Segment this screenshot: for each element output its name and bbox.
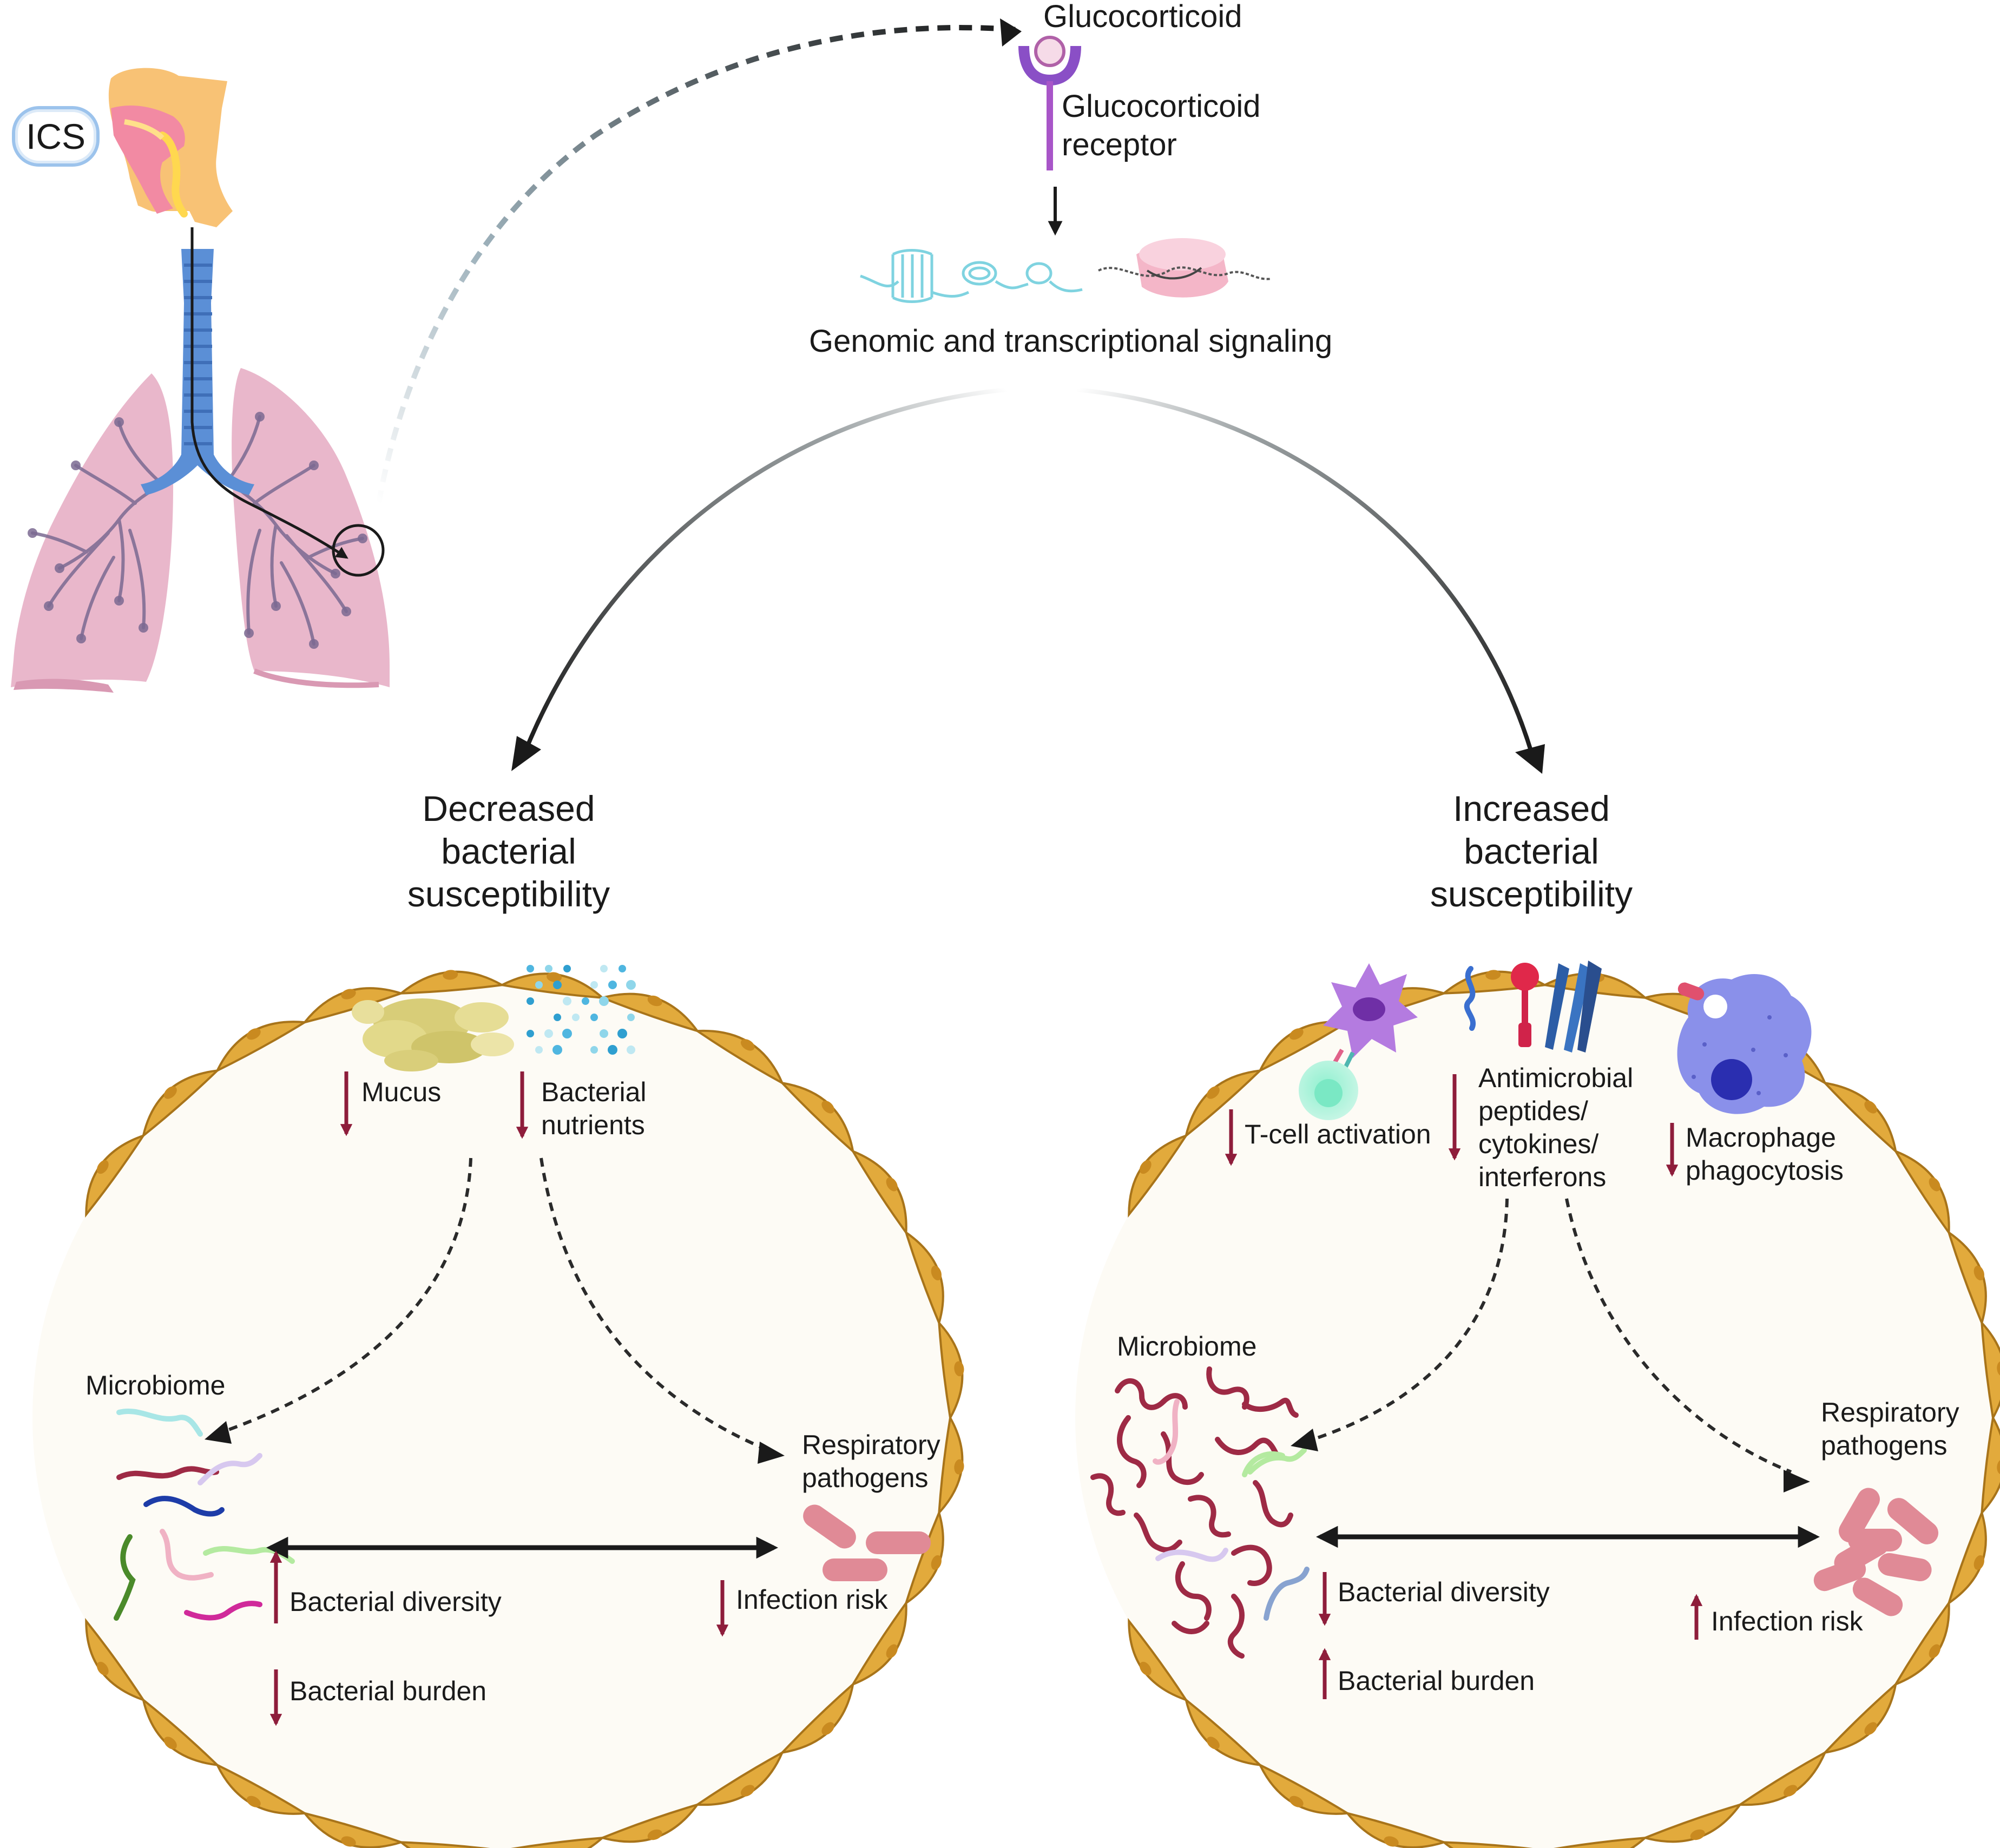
left-microbiome-label: Microbiome: [85, 1370, 226, 1400]
right-diversity-label: Bacterial diversity: [1338, 1577, 1550, 1607]
bacteria-cluster-icon: [1090, 1366, 1299, 1659]
alveolus-zoom-circle: [332, 524, 385, 577]
right-microbiome-label: Microbiome: [1117, 1331, 1257, 1362]
right-panel-heading: Increased bacterial susceptibility: [1402, 787, 1661, 916]
macrophage-icon: [1677, 974, 1812, 1114]
antimicrobial-peptide-icon: [1464, 961, 1602, 1053]
dashed-arrow-microbiome-right: [1304, 1198, 1509, 1444]
lungs-icon: [11, 227, 390, 693]
ics-badge: ICS: [12, 106, 100, 167]
trachea: [141, 249, 254, 495]
receptor-icon: [1018, 36, 1081, 170]
right-pathogens-label: Respiratory pathogens: [1821, 1396, 1959, 1462]
right-heading-line2: bacterial: [1464, 831, 1599, 872]
nutrients-line2: nutrients: [541, 1110, 645, 1140]
receptor-label-line2: receptor: [1062, 127, 1177, 162]
left-pathogens-line1: Respiratory: [802, 1430, 940, 1460]
nutrients-line1: Bacterial: [541, 1077, 647, 1107]
right-pathogens-line2: pathogens: [1821, 1430, 1948, 1461]
left-pathogens-label: Respiratory pathogens: [802, 1429, 940, 1495]
left-burden-label: Bacterial burden: [290, 1676, 487, 1706]
dna-icon: [860, 249, 1083, 303]
nucleosome-icon: [1098, 238, 1272, 298]
pathogen-icon: [803, 1504, 931, 1581]
dashed-arrowhead: [1000, 18, 1022, 47]
ics-label: ICS: [25, 116, 86, 156]
right-pathogens-line1: Respiratory: [1821, 1397, 1959, 1428]
dashed-arrow-to-receptor: [376, 25, 1018, 504]
signaling-label: Genomic and transcriptional signaling: [809, 324, 1333, 359]
mucus-icon: [352, 998, 514, 1071]
macro-line1: Macrophage: [1686, 1122, 1836, 1153]
dashed-arrow-microbiome-left: [216, 1158, 472, 1436]
right-infection-label: Infection risk: [1711, 1606, 1863, 1636]
epithelial-cell: [85, 1617, 146, 1702]
dendritic-cell-icon: [1323, 963, 1418, 1058]
right-heading-line3: susceptibility: [1430, 874, 1633, 915]
receptor-label-line1: Glucocorticoid: [1062, 89, 1261, 124]
nutrients-icon: [527, 965, 636, 1055]
left-diversity-label: Bacterial diversity: [290, 1587, 502, 1617]
mucus-label: Mucus: [361, 1077, 442, 1107]
arrow-to-decreased: [523, 387, 1007, 753]
pathogens-cluster-icon: [1813, 1488, 1939, 1616]
left-heading-line2: bacterial: [441, 831, 576, 872]
left-alveolus: [32, 970, 964, 1848]
epithelial-cell: [510, 1836, 606, 1848]
epithelial-cell: [1128, 1617, 1189, 1702]
change-indicator-arrows: [269, 1071, 1703, 1726]
glucocorticoid-label: Glucocorticoid: [1043, 0, 1242, 34]
left-panel-heading: Decreased bacterial susceptibility: [379, 787, 639, 916]
epithelial-cell: [1553, 1836, 1648, 1848]
left-heading-line1: Decreased: [422, 788, 595, 828]
amp-line4: interferons: [1478, 1162, 1607, 1192]
dashed-arrow-pathogens-right: [1565, 1198, 1792, 1474]
amp-line2: peptides/: [1478, 1096, 1588, 1126]
amp-line3: cytokines/: [1478, 1129, 1599, 1159]
left-infection-label: Infection risk: [736, 1584, 888, 1615]
ics-inhaler-icon: [108, 68, 233, 227]
receptor-label: Glucocorticoid receptor: [1062, 88, 1260, 165]
left-heading-line3: susceptibility: [407, 874, 610, 915]
macro-line2: phagocytosis: [1686, 1155, 1844, 1186]
amp-line1: Antimicrobial: [1478, 1063, 1634, 1093]
t-cell-icon: [1299, 1049, 1358, 1120]
right-burden-label: Bacterial burden: [1338, 1666, 1535, 1696]
left-pathogens-line2: pathogens: [802, 1463, 929, 1493]
macrophage-label: Macrophage phagocytosis: [1686, 1121, 1844, 1187]
nutrients-label: Bacterial nutrients: [541, 1076, 647, 1142]
arrow-to-increased: [1076, 387, 1534, 753]
tcell-label: T-cell activation: [1245, 1119, 1431, 1149]
epithelial-cell-icon: [85, 970, 964, 1848]
amp-label: Antimicrobial peptides/ cytokines/ inter…: [1478, 1062, 1633, 1194]
right-heading-line1: Increased: [1453, 788, 1610, 828]
